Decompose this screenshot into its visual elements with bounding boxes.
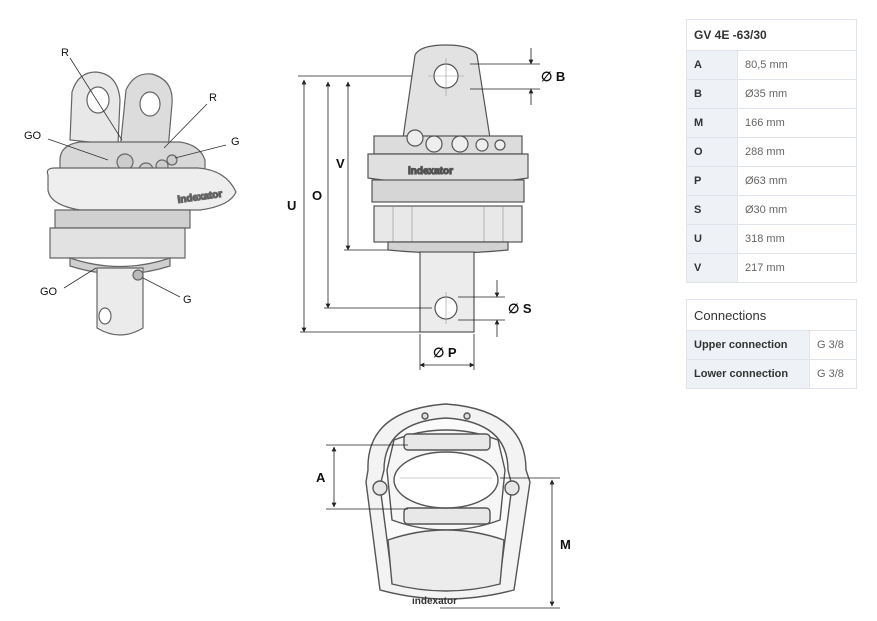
top-view-dimensions bbox=[326, 444, 560, 609]
dim-label-a: A bbox=[316, 470, 326, 485]
spec-key: V bbox=[686, 253, 738, 283]
connection-key: Lower connection bbox=[686, 359, 810, 389]
dim-label-u: U bbox=[287, 198, 296, 213]
label-go-lower: GO bbox=[40, 286, 58, 298]
technical-drawing: indexator R R GO G GO G inde bbox=[24, 44, 571, 609]
connection-value: G 3/8 bbox=[809, 330, 857, 360]
specs-title: GV 4E -63/30 bbox=[694, 28, 767, 42]
spec-value: Ø35 mm bbox=[737, 79, 857, 109]
spec-value: Ø30 mm bbox=[737, 195, 857, 225]
rotator-top-view bbox=[365, 403, 531, 600]
spec-value: 166 mm bbox=[737, 108, 857, 138]
spec-key: M bbox=[686, 108, 738, 138]
connection-key: Upper connection bbox=[686, 330, 810, 360]
label-g-upper: G bbox=[231, 136, 240, 148]
rotator-front-view: indexator bbox=[367, 44, 529, 333]
spec-key: A bbox=[686, 50, 738, 80]
dim-label-o: O bbox=[312, 188, 322, 203]
spec-value: 217 mm bbox=[737, 253, 857, 283]
port-leaders bbox=[47, 57, 227, 298]
rotator-3d-view: indexator bbox=[46, 71, 237, 336]
label-g-lower: G bbox=[183, 294, 192, 306]
spec-key: O bbox=[686, 137, 738, 167]
dim-label-v: V bbox=[336, 156, 345, 171]
dim-label-s: ∅ S bbox=[508, 301, 532, 316]
front-view-dimensions bbox=[298, 48, 540, 370]
spec-key: U bbox=[686, 224, 738, 254]
spec-key: P bbox=[686, 166, 738, 196]
brand-logo-front: indexator bbox=[408, 166, 453, 177]
label-go-upper: GO bbox=[24, 130, 42, 142]
spec-value: 80,5 mm bbox=[737, 50, 857, 80]
spec-key: S bbox=[686, 195, 738, 225]
spec-value: Ø63 mm bbox=[737, 166, 857, 196]
dim-label-b: ∅ B bbox=[541, 69, 565, 84]
connections-title: Connections bbox=[694, 307, 767, 323]
brand-logo-top: indexator bbox=[412, 596, 457, 607]
label-r-upper-right: R bbox=[209, 92, 217, 104]
spec-key: B bbox=[686, 79, 738, 109]
connection-value: G 3/8 bbox=[809, 359, 857, 389]
dim-label-p: ∅ P bbox=[433, 345, 457, 360]
spec-value: 318 mm bbox=[737, 224, 857, 254]
spec-value: 288 mm bbox=[737, 137, 857, 167]
label-r-upper-left: R bbox=[61, 47, 69, 59]
dim-label-m: M bbox=[560, 537, 571, 552]
